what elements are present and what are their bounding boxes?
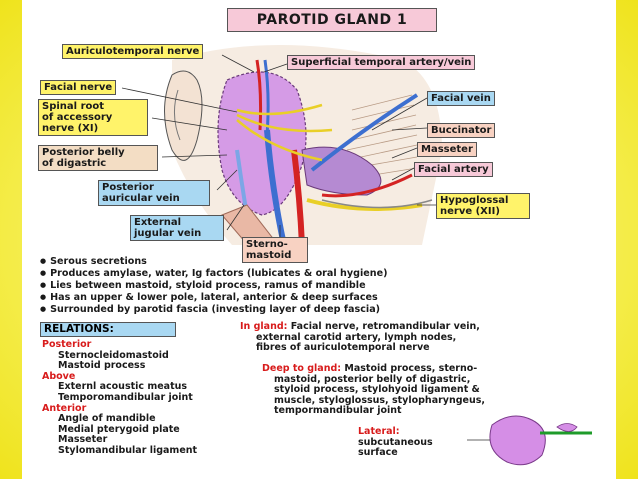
- label-spinal-root: Spinal root of accessory nerve (XI): [38, 99, 148, 136]
- bullet-item: Produces amylase, water, Ig factors (lub…: [40, 268, 387, 279]
- ear-inner: [174, 89, 181, 141]
- deep-to-gland-block: Deep to gland: Mastoid process, sterno- …: [262, 363, 486, 417]
- label-posterior-belly-digastric: Posterior belly of digastric: [38, 145, 158, 171]
- mandible-edge: [321, 199, 433, 209]
- label-facial-artery: Facial artery: [414, 162, 493, 177]
- bullet-item: Serous secretions: [40, 256, 147, 267]
- label-superficial-temporal: Superficial temporal artery/vein: [287, 55, 476, 70]
- in-gland-block: In gland: Facial nerve, retromandibular …: [240, 321, 480, 354]
- sup-temporal-artery: [255, 59, 263, 131]
- label-hypoglossal-nerve: Hypoglossal nerve (XII): [436, 193, 530, 219]
- facial-vein-vessel: [310, 93, 419, 172]
- sup-temporal-vein: [263, 59, 270, 136]
- lateral-block: Lateral: subcutaneous surface: [358, 426, 433, 459]
- facial-artery-vessel: [321, 173, 413, 198]
- facial-nerve-branches: [236, 103, 333, 162]
- slide: PAROTID GLAND 1 Auriculotemporal nerve F…: [22, 0, 616, 479]
- lateral-opening: [556, 423, 578, 432]
- ear: [164, 70, 203, 161]
- label-masseter: Masseter: [417, 142, 477, 157]
- anatomy-illustration: [121, 45, 592, 466]
- bullet-item: Has an upper & lower pole, lateral, ante…: [40, 292, 378, 303]
- page-title: PAROTID GLAND 1: [227, 8, 437, 32]
- lateral-gland-blob: [489, 415, 546, 466]
- label-external-jugular-vein: External jugular vein: [130, 215, 224, 241]
- leader-lines: [121, 54, 436, 237]
- relations-list: Posterior Sternocleidomastoid Mastoid pr…: [42, 339, 198, 456]
- label-facial-vein: Facial vein: [427, 91, 495, 106]
- hypoglossal-vessel: [306, 198, 423, 211]
- label-posterior-auricular-vein: Posterior auricular vein: [98, 180, 210, 206]
- retromandibular-vein: [264, 129, 287, 246]
- carotid-artery: [291, 149, 305, 246]
- label-sternomastoid: Sterno- mastoid: [242, 237, 308, 263]
- bullet-item: Lies between mastoid, styloid process, r…: [40, 280, 365, 291]
- label-auriculotemporal-nerve: Auriculotemporal nerve: [62, 44, 204, 59]
- label-buccinator: Buccinator: [427, 123, 496, 138]
- bullet-item: Surrounded by parotid fascia (investing …: [40, 304, 380, 315]
- label-facial-nerve: Facial nerve: [40, 80, 117, 95]
- relations-header: RELATIONS:: [40, 322, 176, 337]
